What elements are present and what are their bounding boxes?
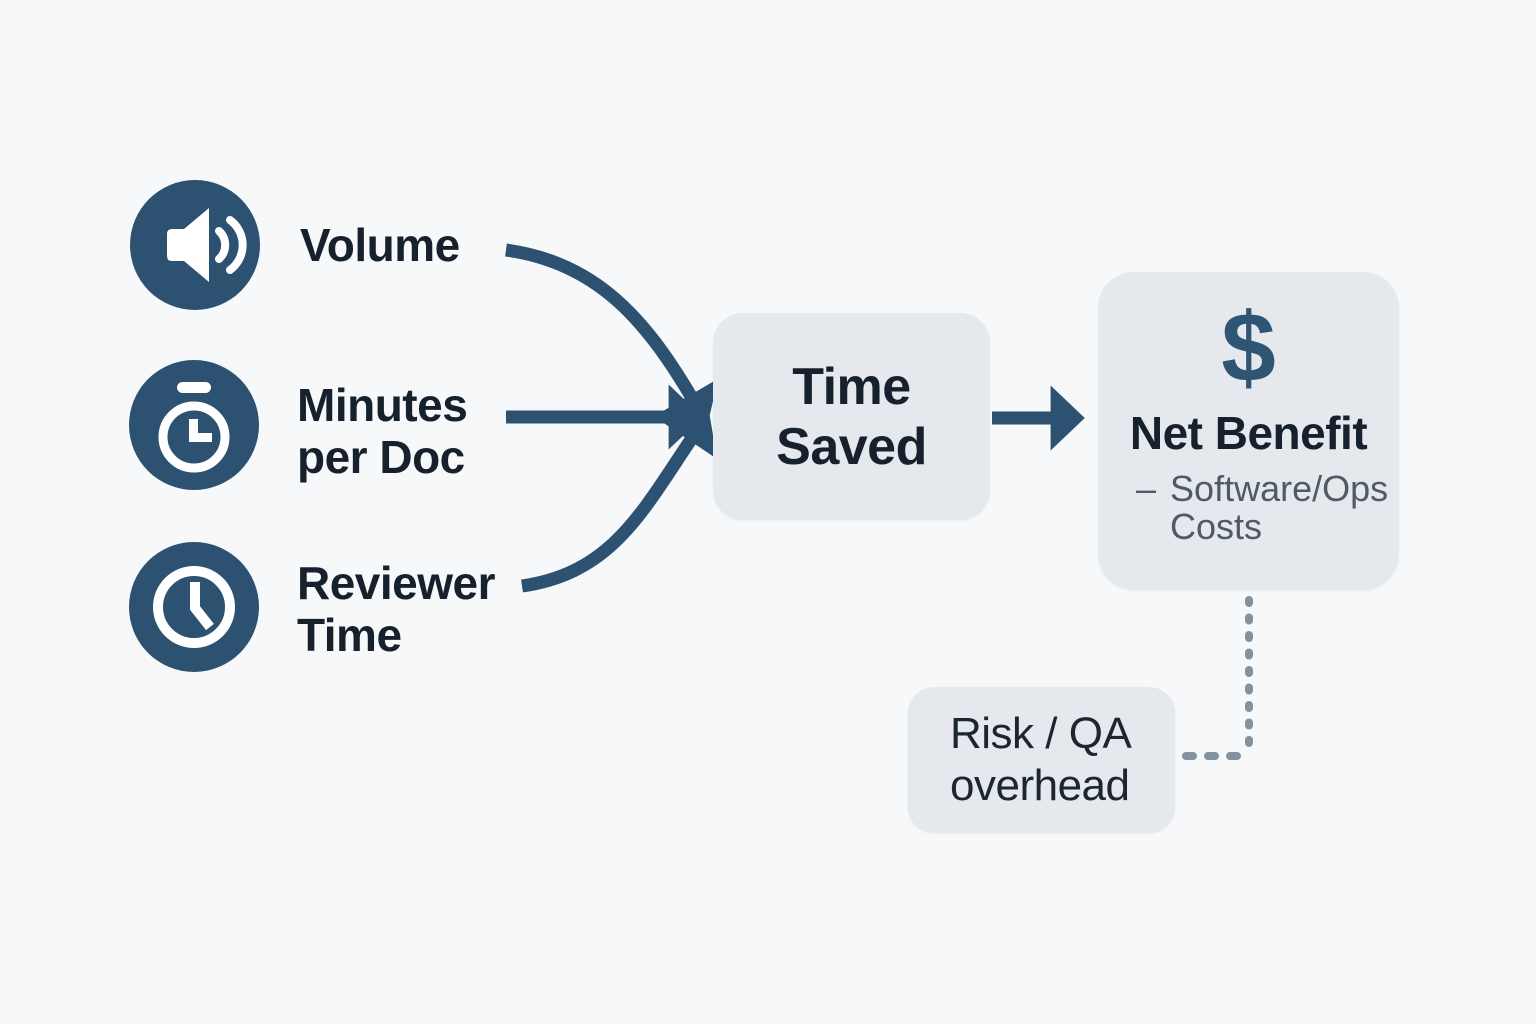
arrow-volume-to-time: [505, 243, 719, 425]
deduction-lines: Software/Ops Costs: [1170, 470, 1388, 546]
time-saved-box: Time Saved: [713, 313, 990, 520]
minutes-label-line1: Minutes: [297, 379, 468, 431]
reviewer-input-icon-circle: [129, 542, 259, 672]
dollar-icon: $: [1221, 292, 1276, 402]
risk-qa-line1: Risk / QA: [950, 709, 1132, 758]
stopwatch-icon: [158, 382, 230, 473]
deduction-dash: –: [1136, 468, 1157, 509]
deduction-line1: Software/Ops: [1170, 468, 1389, 509]
reviewer-label-line2: Time: [297, 609, 402, 661]
net-benefit-deduction: – Software/Ops Costs: [1098, 470, 1388, 546]
net-benefit-box: $ Net Benefit – Software/Ops Costs: [1098, 272, 1399, 590]
arrow-reviewer-to-time: [521, 412, 718, 593]
reviewer-input-label: Reviewer Time: [297, 557, 496, 661]
clock-icon: [153, 566, 235, 648]
time-saved-title: Time Saved: [776, 357, 927, 477]
risk-qa-title: Risk / QA overhead: [950, 708, 1175, 812]
minutes-input-label: Minutes per Doc: [297, 379, 468, 483]
net-benefit-title: Net Benefit: [1129, 407, 1368, 459]
time-saved-line2: Saved: [776, 417, 927, 476]
minutes-input-icon-circle: [129, 360, 259, 490]
volume-input-icon-circle: [130, 180, 260, 310]
speaker-icon: [167, 208, 247, 282]
volume-label-line1: Volume: [300, 219, 460, 271]
deduction-line2: Costs: [1170, 506, 1263, 547]
risk-qa-line2: overhead: [950, 761, 1130, 810]
time-saved-line1: Time: [792, 357, 911, 416]
reviewer-label-line1: Reviewer: [297, 557, 496, 609]
minutes-label-line2: per Doc: [297, 431, 465, 483]
risk-qa-overhead-box: Risk / QA overhead: [908, 687, 1175, 833]
volume-input-label: Volume: [300, 219, 460, 271]
